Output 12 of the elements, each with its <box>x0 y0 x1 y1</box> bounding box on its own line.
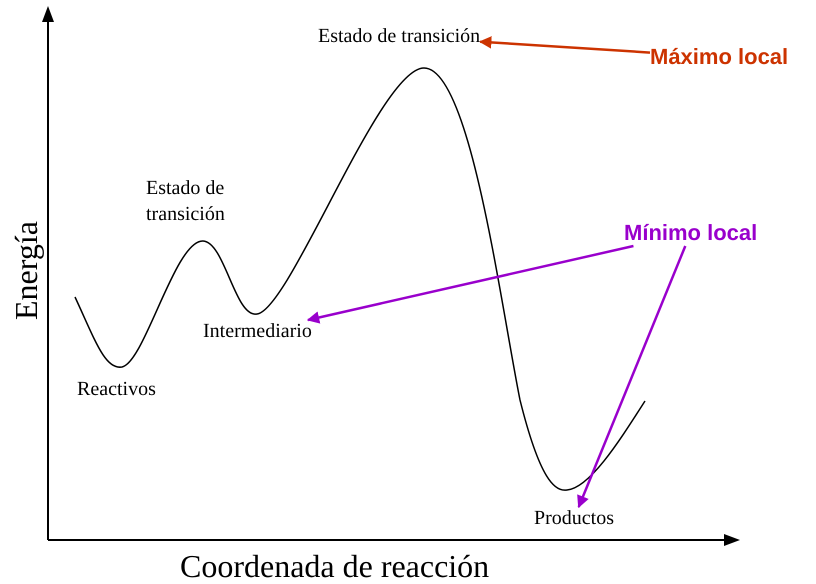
callout-text: Mínimo local <box>624 220 758 246</box>
valley-label: Reactivos <box>77 378 156 401</box>
peak-label: Estado de transición <box>318 25 480 48</box>
x-axis-title: Coordenada de reacción <box>180 548 490 584</box>
leader-arrow <box>306 244 634 324</box>
peak-label: Estado de transición <box>146 176 226 227</box>
valley-label: Productos <box>534 507 614 530</box>
valley-label: Intermediario <box>203 320 312 343</box>
y-axis-title: Energía <box>8 221 45 320</box>
callout-text: Máximo local <box>650 44 788 70</box>
leader-arrow <box>577 246 686 508</box>
leader-arrow <box>478 36 650 54</box>
